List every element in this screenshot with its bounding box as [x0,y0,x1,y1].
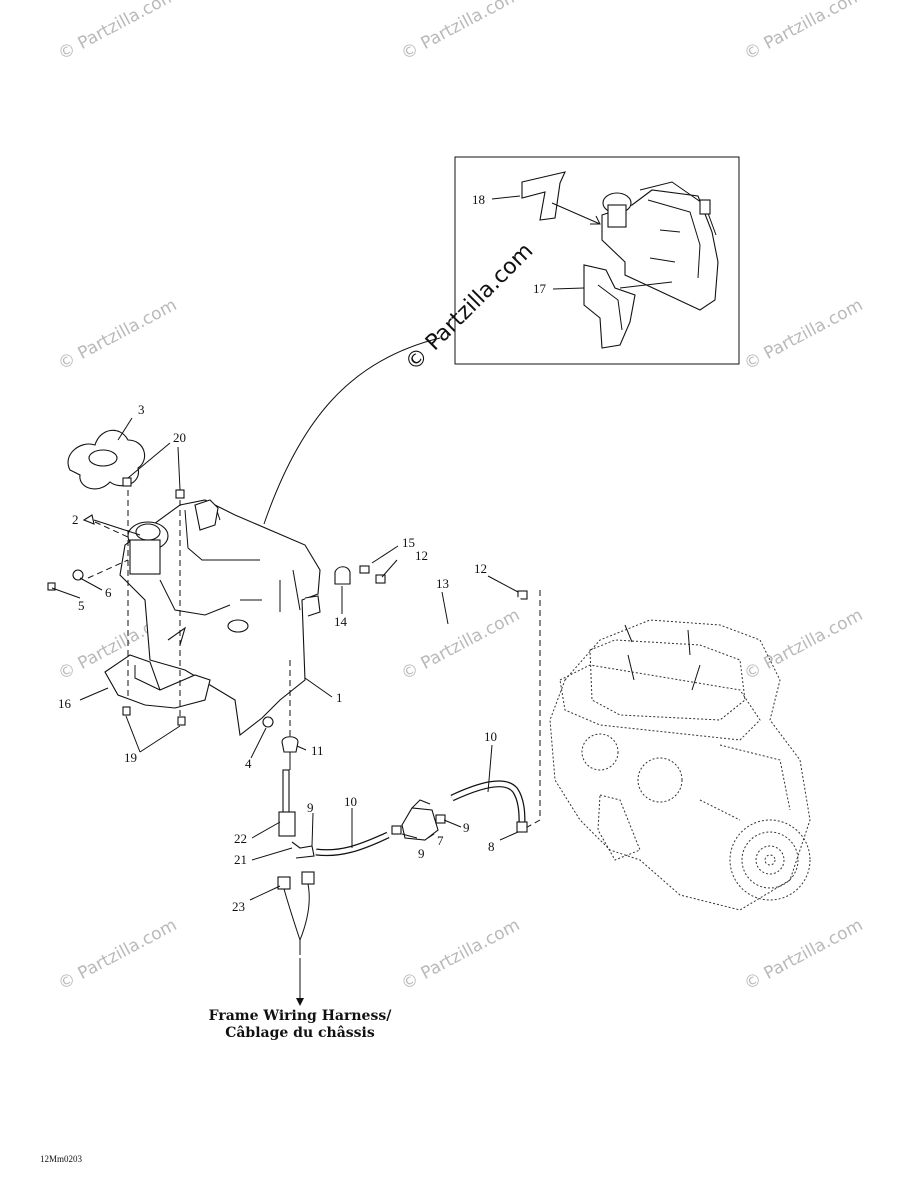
callout-9b: 9 [418,846,425,861]
inset-detail: 18 17 [454,156,740,365]
harness-arrow-head [296,998,304,1006]
callout-12a: 12 [415,548,428,563]
callout-2: 2 [72,512,79,527]
watermark: © Partzilla.com [741,0,866,64]
callout-5: 5 [78,598,85,613]
callout-11: 11 [311,743,324,758]
inset-frame [454,156,740,365]
callouts: 1 2 3 4 5 6 7 8 9 9 9 10 10 11 12 12 13 … [58,402,497,914]
callout-8: 8 [488,839,495,854]
callout-16: 16 [58,696,72,711]
callout-21: 21 [234,852,247,867]
watermark: © Partzilla.com [398,915,523,994]
callout-17: 19 [124,750,137,765]
copyright-stamp: © Partzilla.com [401,239,539,377]
lower-shield-part [104,654,211,709]
heat-shield-part [583,264,636,349]
watermark: © Partzilla.com [741,295,866,374]
engine-link-line [521,590,541,831]
callout-15: 15 [402,535,415,550]
harness-caption-line1: Frame Wiring Harness/ [209,1008,393,1024]
callout-13: 13 [436,576,449,591]
watermark: © Partzilla.com [398,0,523,64]
callout-12b: 12 [474,561,487,576]
decal-part [521,171,566,221]
callout-4: 4 [245,756,252,771]
callout-6: 6 [105,585,112,600]
callout-20: 18 [472,192,485,207]
callout-18: 20 [173,430,186,445]
callout-3: 3 [138,402,145,417]
leader-lines [51,417,519,901]
wiring-connector-drawing [277,871,315,955]
watermark: © Partzilla.com [741,605,866,684]
callout-10b: 10 [484,729,497,744]
watermark: © Partzilla.com [55,915,180,994]
callout-9c: 9 [463,820,470,835]
watermark: © Partzilla.com [741,915,866,994]
callout-1: 1 [336,690,343,705]
callout-9a: 9 [307,800,314,815]
inset-reference-curve [263,337,441,525]
callout-14: 14 [334,614,348,629]
callout-10a: 10 [344,794,357,809]
drawing-code: 12Mm0203 [40,1154,83,1164]
fasteners [47,477,528,753]
alignment-lines [127,490,181,720]
mini-tank-drawing [601,181,719,311]
watermark: © Partzilla.com [55,295,180,374]
oil-tank-drawing [119,499,321,737]
callout-7: 7 [437,833,444,848]
callout-22: 22 [234,831,247,846]
callout-19: 17 [533,281,547,296]
callout-23: 23 [232,899,245,914]
watermark: © Partzilla.com [55,0,180,64]
level-sensor-drawing [278,769,315,859]
engine-drawing [549,619,811,911]
harness-caption-line2: Câblage du châssis [225,1025,375,1041]
